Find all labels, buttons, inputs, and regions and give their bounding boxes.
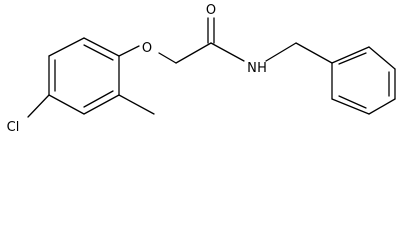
carbonyl-group — [207, 17, 215, 44]
chlorotolyl-ring — [48, 37, 120, 115]
methyl-bond — [118, 94, 155, 115]
nitrogen-benzyl-bond — [265, 42, 297, 62]
ring-bond — [48, 94, 85, 115]
amide-nitrogen-label: N — [247, 61, 257, 76]
ring-bond — [83, 37, 120, 57]
amide-hydrogen-label: H — [257, 61, 267, 76]
ether-linkage — [118, 45, 177, 64]
chemical-structure-diagram: O O N H Cl — [7, 3, 396, 135]
chlorine-label: Cl — [7, 120, 20, 135]
chlorine-bond — [27, 94, 50, 118]
methylene-carbonyl-bond — [175, 42, 212, 64]
ring-bond — [48, 37, 85, 57]
ring-bond — [83, 94, 120, 115]
ring-double-bond — [83, 90, 114, 108]
amide-bond — [210, 42, 245, 62]
ether-oxygen-label: O — [142, 41, 152, 56]
phenyl-ring — [331, 46, 396, 115]
ring-double-bond — [83, 44, 114, 61]
benzyl-methylene-bond — [295, 42, 333, 64]
carbonyl-oxygen-label: O — [206, 3, 216, 18]
